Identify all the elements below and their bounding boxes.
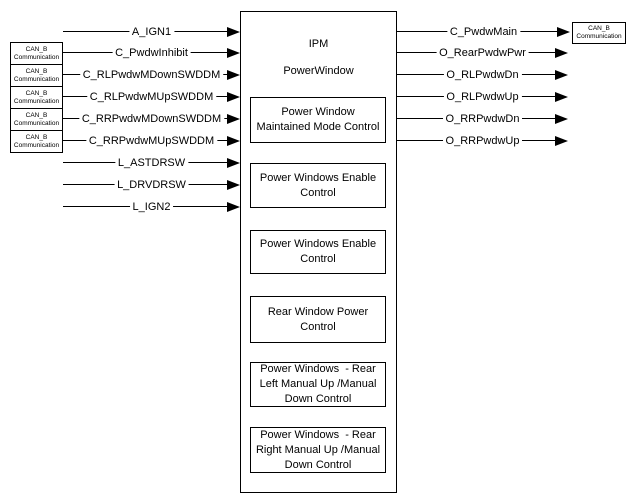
input-row-l-ign2: L_IGN2 [63, 199, 240, 215]
output-row-o-rearpwdwpwr: O_RearPwdwPwr [397, 45, 568, 61]
can-b-label: CAN_B [25, 67, 48, 75]
can-b-label: Communication [13, 53, 60, 61]
function-label: Right Manual Up /Manual [255, 443, 381, 456]
can-b-label: CAN_B [25, 133, 48, 141]
input-signal-label: C_RRPwdwMUpSWDDM [85, 133, 218, 149]
can-b-label: CAN_B [25, 89, 48, 97]
input-row-c-rlpwdwmupswddm: C_RLPwdwMUpSWDDM [63, 89, 240, 105]
arrowhead-icon [227, 70, 240, 80]
output-signal-label: O_RLPwdwUp [443, 89, 522, 105]
arrowhead-icon [555, 70, 568, 80]
input-row-l-drvdrsw: L_DRVDRSW [63, 177, 240, 193]
output-signal-label: C_PwdwMain [446, 24, 521, 40]
input-signal-label: L_ASTDRSW [114, 155, 189, 171]
function-label: Down Control [284, 458, 352, 471]
function-label: Power Windows Enable [259, 171, 377, 184]
arrowhead-icon [555, 48, 568, 58]
can-b-node: CAN_B Communication [10, 42, 63, 65]
module-title: IPM [308, 38, 329, 50]
can-b-label: Communication [576, 33, 622, 40]
function-label: Down Control [284, 393, 352, 405]
function-box-rear-window-power: Rear Window Power Control [250, 296, 386, 343]
output-signal-label: O_RearPwdwPwr [436, 45, 529, 61]
arrowhead-icon [227, 202, 240, 212]
arrowhead-icon [555, 92, 568, 102]
can-b-label: Communication [13, 75, 60, 83]
can-b-node: CAN_B Communication [572, 22, 626, 44]
arrowhead-icon [557, 27, 570, 37]
output-row-c-pwdwmain: C_PwdwMain [397, 24, 570, 40]
arrowhead-icon [555, 136, 568, 146]
function-label: Rear Window Power [267, 305, 369, 318]
function-box-maintained-mode: Power Window Maintained Mode Control [250, 97, 386, 143]
function-box-enable-1: Power Windows Enable Control [250, 163, 386, 208]
arrowhead-icon [555, 114, 568, 124]
can-b-label: CAN_B [25, 45, 48, 53]
can-b-label: CAN_B [25, 111, 48, 119]
input-row-c-rrpwdwmupswddm: C_RRPwdwMUpSWDDM [63, 133, 240, 149]
function-box-enable-2: Power Windows Enable Control [250, 230, 386, 274]
input-signal-label: C_RLPwdwMDownSWDDM [79, 67, 224, 83]
can-b-label: Communication [13, 119, 60, 127]
can-b-label: Communication [13, 97, 60, 105]
function-label: Power Windows - Rear [260, 428, 376, 441]
input-row-c-pwdwinhibit: C_PwdwInhibit [63, 45, 240, 61]
can-b-node: CAN_B Communication [10, 108, 63, 131]
output-signal-label: O_RRPwdwDn [442, 111, 523, 127]
can-b-label: Communication [13, 141, 60, 149]
arrowhead-icon [227, 27, 240, 37]
can-b-node: CAN_B Communication [10, 130, 63, 153]
input-signal-label: C_RRPwdwMDownSWDDM [78, 111, 225, 127]
input-signal-label: L_IGN2 [129, 199, 174, 215]
function-label: Control [300, 186, 336, 199]
can-b-label: CAN_B [588, 25, 610, 32]
input-signal-label: L_DRVDRSW [114, 177, 189, 193]
arrowhead-icon [227, 158, 240, 168]
function-label: Power Windows - Rear [260, 363, 376, 375]
arrowhead-icon [227, 114, 240, 124]
function-label: Control [300, 253, 336, 265]
arrowhead-icon [227, 180, 240, 190]
function-box-rear-right-manual: Power Windows - Rear Right Manual Up /Ma… [250, 427, 386, 473]
output-row-o-rrpwdwdn: O_RRPwdwDn [397, 111, 568, 127]
input-signal-label: C_PwdwInhibit [112, 45, 191, 61]
arrowhead-icon [227, 136, 240, 146]
input-row-a-ign1: A_IGN1 [63, 24, 240, 40]
function-label: Control [300, 320, 336, 333]
input-row-c-rrpwdwmdownswddm: C_RRPwdwMDownSWDDM [63, 111, 240, 127]
module-subtitle: PowerWindow [283, 65, 354, 77]
can-b-node: CAN_B Communication [10, 86, 63, 109]
input-row-l-astdrsw: L_ASTDRSW [63, 155, 240, 171]
input-signal-label: C_RLPwdwMUpSWDDM [86, 89, 217, 105]
can-b-node: CAN_B Communication [10, 64, 63, 87]
input-signal-label: A_IGN1 [128, 24, 175, 40]
function-box-rear-left-manual: Power Windows - Rear Left Manual Up /Man… [250, 362, 386, 407]
arrowhead-icon [227, 48, 240, 58]
output-row-o-rlpwdwdn: O_RLPwdwDn [397, 67, 568, 83]
function-label: Power Window [281, 106, 355, 118]
input-row-c-rlpwdwmdownswddm: C_RLPwdwMDownSWDDM [63, 67, 240, 83]
output-signal-label: O_RLPwdwDn [443, 67, 522, 83]
arrowhead-icon [227, 92, 240, 102]
output-row-o-rlpwdwup: O_RLPwdwUp [397, 89, 568, 105]
function-label: Power Windows Enable [259, 238, 377, 250]
output-signal-label: O_RRPwdwUp [442, 133, 523, 149]
function-label: Maintained Mode Control [256, 121, 380, 133]
output-row-o-rrpwdwup: O_RRPwdwUp [397, 133, 568, 149]
function-label: Left Manual Up /Manual [259, 378, 377, 390]
